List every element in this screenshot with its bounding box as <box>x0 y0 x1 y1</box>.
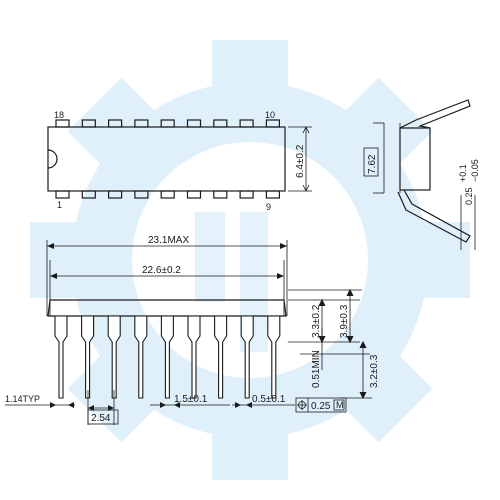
width-label: 6.4±0.2 <box>295 144 306 178</box>
pin-9-label: 9 <box>266 202 271 212</box>
front-view: 23.1MAX 22.6±0.2 3.3±0.2 3.9±0.3 0.51MIN… <box>5 235 380 425</box>
front-pin <box>54 315 68 399</box>
front-pin <box>107 315 121 399</box>
top-pin <box>239 119 254 128</box>
overall-length-label: 23.1MAX <box>148 235 189 246</box>
front-pin <box>134 315 148 399</box>
tolerance-value: 0.25 <box>311 401 331 412</box>
front-pin <box>240 315 254 399</box>
pin-10-label: 10 <box>265 110 275 120</box>
bottom-pin <box>107 190 123 199</box>
bottom-pin <box>134 190 149 199</box>
lead-width-label: 0.5±0.1 <box>252 394 286 405</box>
row-spacing-label: 7.62 <box>367 154 378 174</box>
bottom-pin <box>186 190 202 199</box>
tolerance-frame: 0.25 M <box>295 397 347 413</box>
lead-thickness-label: 0.25 <box>464 187 474 205</box>
side-lead-top <box>399 99 471 129</box>
position-icon <box>297 400 307 410</box>
bottom-pin <box>265 190 280 199</box>
body-length-label: 22.6±0.2 <box>142 265 181 276</box>
top-view-pins <box>55 119 280 199</box>
pitch-label: 2.54 <box>91 413 111 424</box>
front-view-pins <box>54 315 281 399</box>
front-pin <box>81 315 95 399</box>
front-pin <box>160 315 174 399</box>
top-pin <box>134 119 149 128</box>
lead-tol-lower: −0.05 <box>470 159 480 182</box>
side-view-body <box>399 127 431 191</box>
front-pin <box>187 315 201 399</box>
tolerance-modifier: M <box>336 400 344 410</box>
bottom-pin <box>160 190 175 199</box>
pitch-box <box>87 409 119 425</box>
top-pin <box>55 119 70 128</box>
pin-18-label: 18 <box>54 110 64 120</box>
row-spacing-box <box>363 147 379 177</box>
standoff-label: 0.51MIN <box>311 350 322 388</box>
top-pin <box>107 119 123 128</box>
front-pin <box>214 315 228 399</box>
end-lead-label: 1.14TYP <box>5 394 40 404</box>
front-pin <box>267 315 281 399</box>
bottom-pin <box>213 190 228 199</box>
body-height-label: 3.3±0.2 <box>311 304 322 338</box>
top-pin <box>81 119 96 128</box>
shoulder-width-label: 1.5±0.1 <box>174 394 208 405</box>
top-pin <box>265 119 280 128</box>
top-pin <box>186 119 202 128</box>
bottom-pin <box>81 190 96 199</box>
pin1-notch <box>47 149 58 169</box>
total-height-label: 3.9±0.3 <box>339 304 350 338</box>
bottom-pin <box>55 190 70 199</box>
side-view: 7.62 0.25 +0.1 −0.05 <box>363 99 480 250</box>
lead-length-label: 3.2±0.3 <box>369 354 380 388</box>
top-pin <box>213 119 228 128</box>
side-lead-bottom <box>397 189 471 243</box>
top-pin <box>160 119 175 128</box>
pin-1-label: 1 <box>57 200 62 210</box>
bottom-pin <box>239 190 254 199</box>
top-view: 18 10 1 9 6.4±0.2 <box>47 110 312 212</box>
lead-tol-upper: +0.1 <box>458 164 468 182</box>
gear-icon <box>30 40 470 480</box>
